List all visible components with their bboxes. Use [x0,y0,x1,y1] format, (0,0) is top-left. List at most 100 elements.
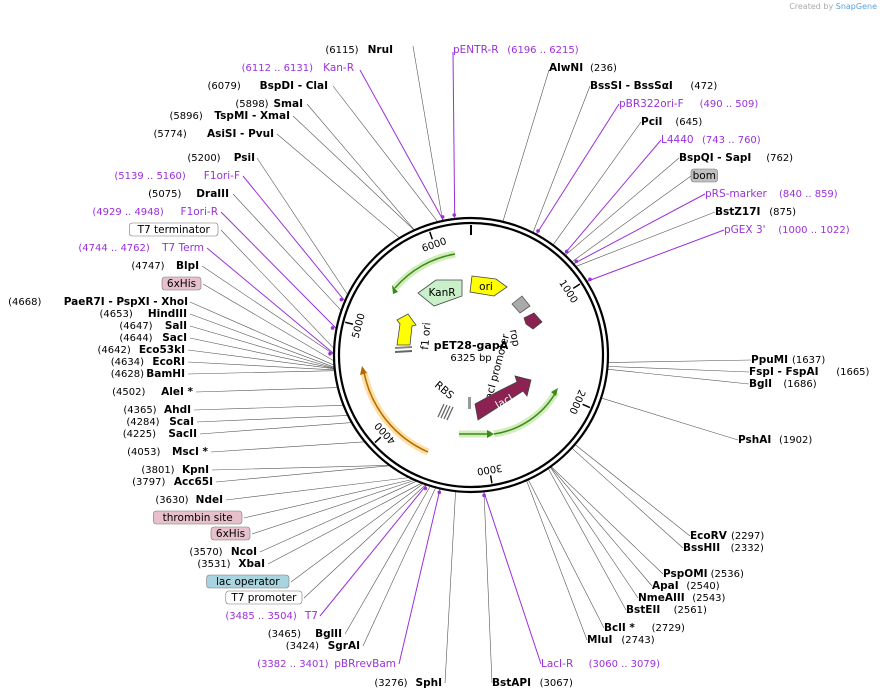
label-pspomi[interactable]: PspOMI(2536) [663,568,744,580]
label-saci[interactable]: SacI(4644) [119,332,187,344]
label-draiii[interactable]: DraIII(5075) [148,188,229,200]
label-psii[interactable]: PsiI(5200) [187,152,255,164]
pshai-leader [601,397,739,441]
label-bspqi[interactable]: BspQI - SapI(762) [679,152,793,164]
feature-ori[interactable]: ori [469,275,508,297]
label-alwni[interactable]: AlwNI(236) [549,62,617,74]
label-t7t[interactable]: T7 Term(4744 .. 4762) [78,242,204,254]
label-f1orif[interactable]: F1ori-F(5139 .. 5160) [114,170,240,182]
label-fspi[interactable]: FspI - FspAI(1665) [749,366,870,378]
bstz17i-leader [575,211,716,267]
bsteii-pos: (2561) [674,605,707,616]
label-apai[interactable]: ApaI(2540) [652,580,720,592]
feature-f1ori[interactable]: f1 ori [396,313,433,350]
label-blpi[interactable]: BlpI(4747) [131,260,199,272]
label-sgrai[interactable]: SgrAI(3424) [286,640,360,652]
label-ncoi[interactable]: NcoI(3570) [189,546,257,558]
label-his2[interactable]: 6xHis [210,526,251,541]
label-f1orir[interactable]: F1ori-R(4929 .. 4948) [92,206,218,218]
label-pbr322[interactable]: pBR322ori-F(490 .. 509) [619,98,758,110]
feature-laci[interactable]: lacI [474,375,532,421]
label-bsssi[interactable]: BssSI - BssSαI(472) [590,80,717,92]
label-eco53ki[interactable]: Eco53kI(4642) [98,344,185,356]
label-ppumi[interactable]: PpuMI(1637) [751,354,825,366]
label-t7term[interactable]: T7 terminator [129,222,219,237]
label-acc65i[interactable]: Acc65I(3797) [132,476,213,488]
label-pbrrev[interactable]: pBRrevBam(3382 .. 3401) [257,658,396,670]
hindiii-leader [189,313,335,368]
label-bom[interactable]: bom [690,168,718,183]
label-ecorv[interactable]: EcoRV(2297) [690,530,764,542]
label-l4440[interactable]: L4440(743 .. 760) [661,134,761,146]
label-asisi[interactable]: AsiSI - PvuI(5774) [154,128,274,140]
kanr-p-name: Kan-R [323,62,354,74]
label-ecori[interactable]: EcoRI(4634) [111,356,185,368]
t7p-pos: (3485 .. 3504) [225,611,297,622]
his1-box [161,276,202,291]
alwni-pos: (236) [590,63,617,74]
asisi-pos: (5774) [154,129,187,140]
bglii-leader [344,485,431,635]
label-pentr[interactable]: pENTR-R(6196 .. 6215) [453,44,579,56]
label-prsm[interactable]: pRS-marker(840 .. 859) [705,188,838,200]
label-sali[interactable]: SalI(4647) [119,320,187,332]
label-bglii[interactable]: BglII(3465) [268,628,342,640]
label-kpni[interactable]: KpnI(3801) [141,464,209,476]
label-thrombin[interactable]: thrombin site [153,510,243,525]
label-bgli[interactable]: BglI(1686) [749,378,817,390]
label-sacii[interactable]: SacII(4225) [123,428,197,440]
bsssi-leader [532,85,591,233]
kanr-p-leader [359,69,444,222]
label-xbai[interactable]: XbaI(3531) [197,558,265,570]
label-bamhi[interactable]: BamHI(4628) [111,368,185,380]
plasmid-name: pET28-gapA [434,339,509,352]
acc65i-name: Acc65I [174,476,213,488]
label-t7prom[interactable]: T7 promoter [225,590,303,605]
label-alei[interactable]: AleI *(4502) [112,386,193,398]
label-bcli[interactable]: BclI *(2729) [604,622,685,634]
label-his1[interactable]: 6xHis [161,276,202,291]
orf-arc-1-line [394,253,456,289]
l4440-name: L4440 [661,134,694,146]
label-mlui[interactable]: MluI(2743) [587,634,655,646]
label-scai[interactable]: ScaI(4284) [126,416,194,428]
label-ahdi[interactable]: AhdI(4365) [123,404,191,416]
blpi-pos: (4747) [131,261,164,272]
lacop-leader [290,483,424,583]
msci-name: MscI * [172,446,208,458]
pbr322-leader [535,103,620,235]
bamhi-name: BamHI [146,368,185,380]
bsshii-pos: (2332) [731,543,764,554]
label-lacir[interactable]: LacI-R(3060 .. 3079) [541,658,660,670]
label-lacop[interactable]: lac operator [206,574,290,589]
label-sphi[interactable]: SphI(3276) [374,677,442,689]
feature-rbs: RBS [432,379,456,421]
tick-label: 3000 [476,462,503,477]
label-kanr-p[interactable]: Kan-R(6112 .. 6131) [242,62,354,74]
label-smai[interactable]: SmaI(5898) [235,98,303,110]
label-hindiii[interactable]: HindIII(4653) [100,308,187,320]
label-bspdi[interactable]: BspDI - ClaI(6079) [208,80,328,92]
label-tspmi[interactable]: TspMI - XmaI(5896) [170,110,290,122]
label-t7p[interactable]: T7(3485 .. 3504) [225,610,318,622]
ndei-pos: (3630) [155,495,188,506]
bsteii-name: BstEII [626,604,660,616]
label-pcii[interactable]: PciI(645) [641,116,702,128]
label-pgex3[interactable]: pGEX 3'(1000 .. 1022) [724,224,850,236]
l4440-primer-mark [564,249,569,254]
feature-kanr[interactable]: KanR [417,279,463,307]
label-bstapi[interactable]: BstAPI(3067) [492,677,573,689]
label-paer7i[interactable]: PaeR7I - PspXI - XhoI(4668) [8,296,188,308]
label-ndei[interactable]: NdeI(3630) [155,494,223,506]
label-msci[interactable]: MscI *(4053) [127,446,208,458]
pbr322-pos: (490 .. 509) [700,99,759,110]
feature-rop[interactable]: rop [507,312,543,348]
label-nrui[interactable]: NruI(6115) [325,44,393,56]
label-bstz17i[interactable]: BstZ17I(875) [715,206,796,218]
label-bsteii[interactable]: BstEII (2561) [626,604,707,616]
label-pshai[interactable]: PshAI(1902) [738,434,812,446]
label-bsshii[interactable]: BssHII(2332) [683,542,764,554]
t7p-leader [319,484,428,617]
label-nmeaiii[interactable]: NmeAIII(2543) [638,592,726,604]
rbs-label: RBS [432,379,456,402]
